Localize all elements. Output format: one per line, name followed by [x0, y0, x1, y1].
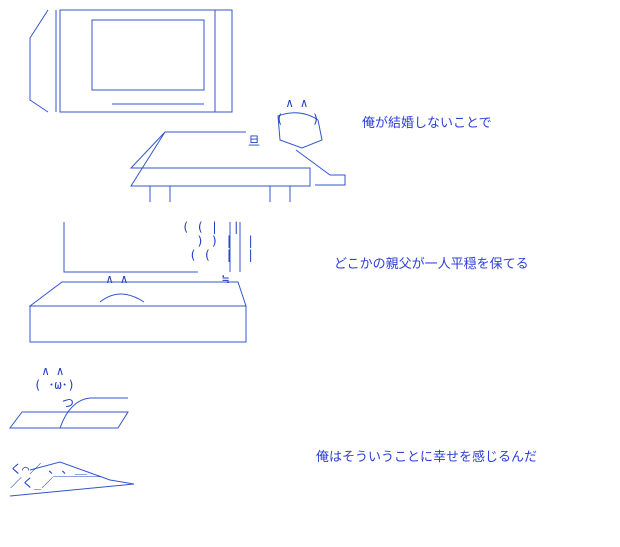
- cat-ears-1: ∧ ∧: [286, 96, 308, 110]
- bather-ears: ∧ ∧: [106, 272, 128, 286]
- cat-3-drawing: [9, 461, 135, 497]
- tv-drawing: [29, 9, 233, 113]
- tv-stand-label: 旦: [248, 134, 261, 148]
- cat-arm: つ: [62, 396, 75, 410]
- cat-face-1: ( ): [276, 112, 320, 126]
- cat-1-drawing: [277, 112, 346, 186]
- caption-line-2: どこかの親父が一人平穏を保てる: [334, 257, 529, 272]
- cat-face-2: ( ･ω･): [34, 378, 75, 392]
- caption-line-1: 俺が結婚しないことで: [362, 116, 492, 131]
- lying-cat: く⌒／ ､ ､ ＿ ／く_／￣￣￣￣: [10, 462, 102, 490]
- pot-mark: ≒: [222, 272, 230, 286]
- cat-ears-2: ∧ ∧: [42, 364, 64, 378]
- steam-lines: ( ( | | ) ) | | ( ( | |: [182, 220, 255, 262]
- bathtub-drawing: [28, 222, 247, 343]
- bather-drawing: [99, 293, 145, 303]
- cat-2-drawing: [9, 397, 129, 429]
- low-table-drawing: [129, 131, 311, 202]
- caption-line-3: 俺はそういうことに幸せを感じるんだ: [316, 450, 538, 465]
